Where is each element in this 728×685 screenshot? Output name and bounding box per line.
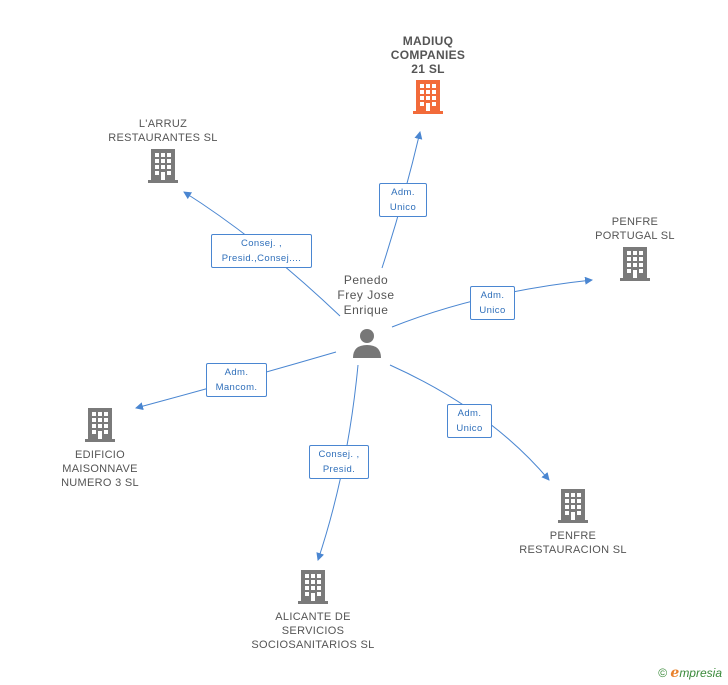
relation-label-alicante[interactable]: Consej. , Presid. — [309, 445, 369, 479]
relation-label-penfre-restauracion[interactable]: Adm. Unico — [447, 404, 492, 438]
footer-brand: © empresia — [658, 665, 722, 681]
relation-label-madiuq[interactable]: Adm. Unico — [379, 183, 427, 217]
building-icon — [148, 149, 178, 183]
brand-name: mpresia — [679, 666, 722, 680]
person-icon[interactable] — [352, 328, 382, 358]
company-larruz[interactable]: L'ARRUZ RESTAURANTES SL — [100, 117, 226, 183]
copyright-symbol: © — [658, 666, 668, 680]
company-name: PENFRE PORTUGAL SL — [595, 216, 675, 242]
building-icon — [85, 408, 115, 442]
building-icon — [620, 247, 650, 281]
brand-initial: e — [670, 665, 680, 681]
relation-label-penfre-portugal[interactable]: Adm. Unico — [470, 286, 515, 320]
person-name: Penedo Frey Jose Enrique — [337, 273, 395, 317]
company-name: EDIFICIO MAISONNAVE NUMERO 3 SL — [61, 449, 139, 489]
relation-label-larruz[interactable]: Consej. , Presid.,Consej.... — [211, 234, 312, 268]
company-name: ALICANTE DE SERVICIOS SOCIOSANITARIOS SL — [251, 611, 375, 651]
company-name: L'ARRUZ RESTAURANTES SL — [108, 118, 218, 144]
building-icon — [558, 489, 588, 523]
company-edificio[interactable]: EDIFICIO MAISONNAVE NUMERO 3 SL — [40, 408, 160, 490]
company-alicante[interactable]: ALICANTE DE SERVICIOS SOCIOSANITARIOS SL — [240, 570, 386, 652]
company-penfre-portugal[interactable]: PENFRE PORTUGAL SL — [580, 215, 690, 281]
relation-label-edificio[interactable]: Adm. Mancom. — [206, 363, 267, 397]
company-name: MADIUQ COMPANIES 21 SL — [390, 34, 466, 76]
company-madiuq[interactable]: MADIUQ COMPANIES 21 SL — [368, 34, 488, 114]
company-penfre-restauracion[interactable]: PENFRE RESTAURACION SL — [505, 489, 641, 557]
building-icon — [298, 570, 328, 604]
company-name: PENFRE RESTAURACION SL — [519, 530, 627, 556]
building-icon — [413, 80, 443, 114]
